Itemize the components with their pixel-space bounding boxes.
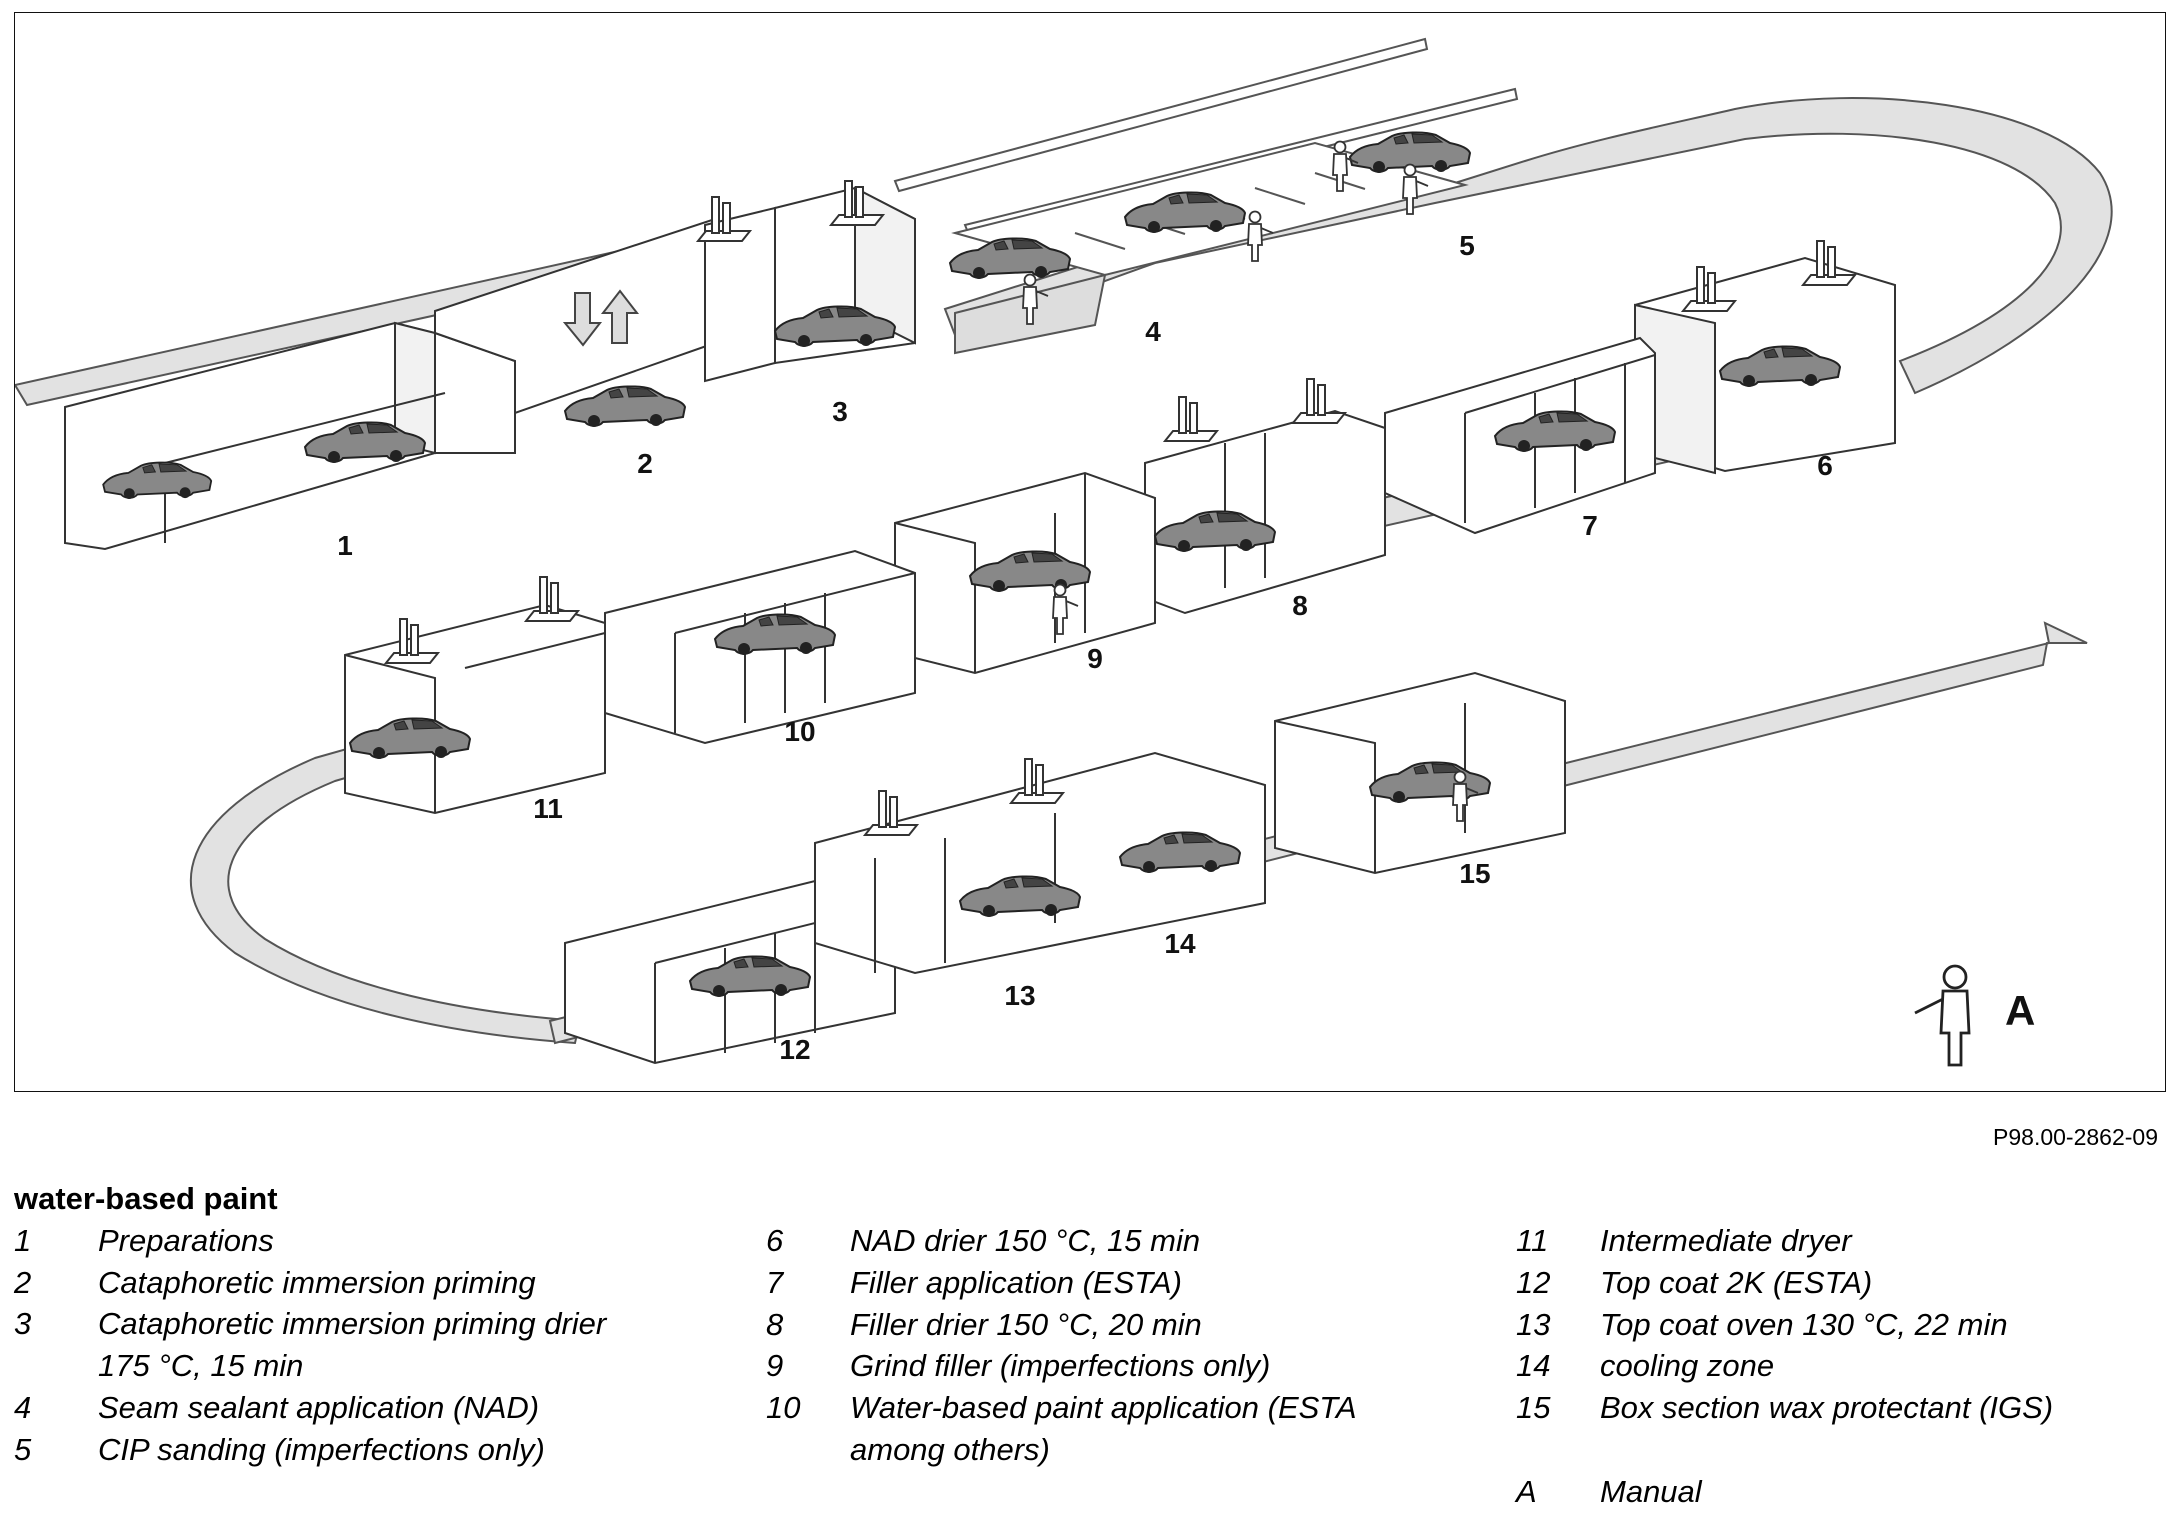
legend-item-12: 12 Top coat 2K (ESTA) xyxy=(1516,1262,2053,1304)
legend-item-text: NAD drier 150 °C, 15 min xyxy=(850,1220,1200,1262)
figure-code: P98.00-2862-09 xyxy=(1993,1124,2158,1150)
legend-item-number: 4 xyxy=(14,1389,32,1425)
legend-item-number: A xyxy=(1516,1473,1537,1509)
station-label-7: 7 xyxy=(1582,510,1598,541)
legend-item-text: Water-based paint application (ESTA among… xyxy=(850,1387,1357,1471)
station-label-2: 2 xyxy=(637,448,653,479)
arrows-immersion xyxy=(562,289,640,347)
station-label-4: 4 xyxy=(1145,316,1161,347)
legend-item-line: Top coat 2K (ESTA) xyxy=(1600,1264,1873,1300)
legend-item-text: Intermediate dryer xyxy=(1600,1220,1852,1262)
legend-item-number: 12 xyxy=(1516,1264,1551,1300)
legend-item-number: 5 xyxy=(14,1431,32,1467)
legend-item-text: Grind filler (imperfections only) xyxy=(850,1345,1270,1387)
legend-item-line: Manual xyxy=(1600,1473,1702,1509)
legend-item-text: CIP sanding (imperfections only) xyxy=(98,1429,545,1471)
legend-item-number: 7 xyxy=(766,1264,784,1300)
station-label-13: 13 xyxy=(1004,980,1035,1011)
station-label-12: 12 xyxy=(779,1034,810,1065)
station-label-3: 3 xyxy=(832,396,848,427)
legend-item-text: Box section wax protectant (IGS) xyxy=(1600,1387,2053,1429)
legend-item-11: 11 Intermediate dryer xyxy=(1516,1220,2053,1262)
legend-item-number: 9 xyxy=(766,1348,784,1384)
station-label-1: 1 xyxy=(337,530,353,561)
legend-item-15: 15 Box section wax protectant (IGS) xyxy=(1516,1387,2053,1429)
legend-item-text: Preparations xyxy=(98,1220,274,1262)
legend-item-line: Filler drier 150 °C, 20 min xyxy=(850,1306,1202,1342)
legend-item-13: 13 Top coat oven 130 °C, 22 min xyxy=(1516,1304,2053,1346)
legend-item-text: Filler application (ESTA) xyxy=(850,1262,1182,1304)
station-label-5: 5 xyxy=(1459,230,1475,261)
legend-item-8: 8 Filler drier 150 °C, 20 min xyxy=(766,1304,1357,1346)
legend-item-2: 2 Cataphoretic immersion priming xyxy=(14,1262,606,1304)
legend-item-1: 1 Preparations xyxy=(14,1220,606,1262)
station-label-8: 8 xyxy=(1292,590,1308,621)
legend-item-line: Filler application (ESTA) xyxy=(850,1264,1182,1300)
legend-item-text: Cataphoretic immersion priming xyxy=(98,1262,536,1304)
legend-item-number: 2 xyxy=(14,1264,32,1300)
legend-item-line: Preparations xyxy=(98,1222,274,1258)
legend-item-text: cooling zone xyxy=(1600,1345,1774,1387)
legend-item-6: 6 NAD drier 150 °C, 15 min xyxy=(766,1220,1357,1262)
legend-item-4: 4 Seam sealant application (NAD) xyxy=(14,1387,606,1429)
legend-column-2: 6 NAD drier 150 °C, 15 min 7 Filler applica… xyxy=(766,1178,1357,1471)
station-label-10: 10 xyxy=(784,716,815,747)
station-label-11: 11 xyxy=(533,793,563,824)
legend-item-A: A Manual xyxy=(1516,1471,2053,1513)
station-label-14: 14 xyxy=(1164,928,1196,959)
legend-item-line: Intermediate dryer xyxy=(1600,1223,1852,1258)
legend-item-text: Cataphoretic immersion priming drier 175 … xyxy=(98,1303,606,1387)
legend-item-line: Grind filler (imperfections only) xyxy=(850,1348,1271,1384)
legend-item-line: Top coat oven 130 °C, 22 min xyxy=(1600,1306,2008,1342)
legend-item-line: Cataphoretic immersion priming drier xyxy=(98,1306,607,1342)
station-label-9: 9 xyxy=(1087,643,1103,674)
legend-item-text: Seam sealant application (NAD) xyxy=(98,1387,539,1429)
station-label-6: 6 xyxy=(1817,450,1833,481)
legend-item-number: 13 xyxy=(1516,1306,1551,1342)
legend-item-line: 175 °C, 15 min xyxy=(98,1348,304,1384)
station-label-15: 15 xyxy=(1459,858,1490,889)
legend-item-10: 10 Water-based paint application (ESTA amo… xyxy=(766,1387,1357,1471)
legend-item-line: CIP sanding (imperfections only) xyxy=(98,1431,545,1467)
legend-item-number: 1 xyxy=(14,1222,32,1258)
manual-legend-marker: A xyxy=(1914,964,2035,1067)
legend-item-number: 3 xyxy=(14,1306,32,1342)
legend-item-text: Top coat 2K (ESTA) xyxy=(1600,1262,1872,1304)
legend-item-number: 10 xyxy=(766,1390,801,1426)
legend-item-number: 6 xyxy=(766,1223,784,1258)
legend-item-number: 11 xyxy=(1516,1223,1549,1258)
legend-item-9: 9 Grind filler (imperfections only) xyxy=(766,1345,1357,1387)
legend-item-5: 5 CIP sanding (imperfections only) xyxy=(14,1429,606,1471)
legend-item-text: Manual xyxy=(1600,1471,1702,1513)
legend-item-line: Water-based paint application (ESTA xyxy=(850,1390,1357,1426)
legend-item-line: NAD drier 150 °C, 15 min xyxy=(850,1223,1201,1258)
legend-item-line: cooling zone xyxy=(1600,1348,1775,1384)
legend-item-number: 15 xyxy=(1516,1390,1551,1426)
legend-item-text: Filler drier 150 °C, 20 min xyxy=(850,1304,1202,1346)
legend-item-number: 14 xyxy=(1516,1348,1551,1384)
legend-item-14: 14 cooling zone xyxy=(1516,1345,2053,1387)
legend-item-line: among others) xyxy=(850,1431,1050,1467)
legend-item-7: 7 Filler application (ESTA) xyxy=(766,1262,1357,1304)
legend-heading: water-based paint xyxy=(14,1181,278,1216)
legend-item-line: Cataphoretic immersion priming xyxy=(98,1264,536,1300)
legend-item-3: 3 Cataphoretic immersion priming drier 175… xyxy=(14,1303,606,1387)
legend-item-line: Box section wax protectant (IGS) xyxy=(1600,1390,2054,1426)
legend-column-3: 11 Intermediate dryer 12 Top coat 2K (ESTA)… xyxy=(1516,1178,2053,1513)
legend-item-number: 8 xyxy=(766,1306,784,1342)
legend-item-text: Top coat oven 130 °C, 22 min xyxy=(1600,1304,2008,1346)
legend-item-line: Seam sealant application (NAD) xyxy=(98,1389,540,1425)
manual-marker-letter: A xyxy=(2005,987,2035,1034)
